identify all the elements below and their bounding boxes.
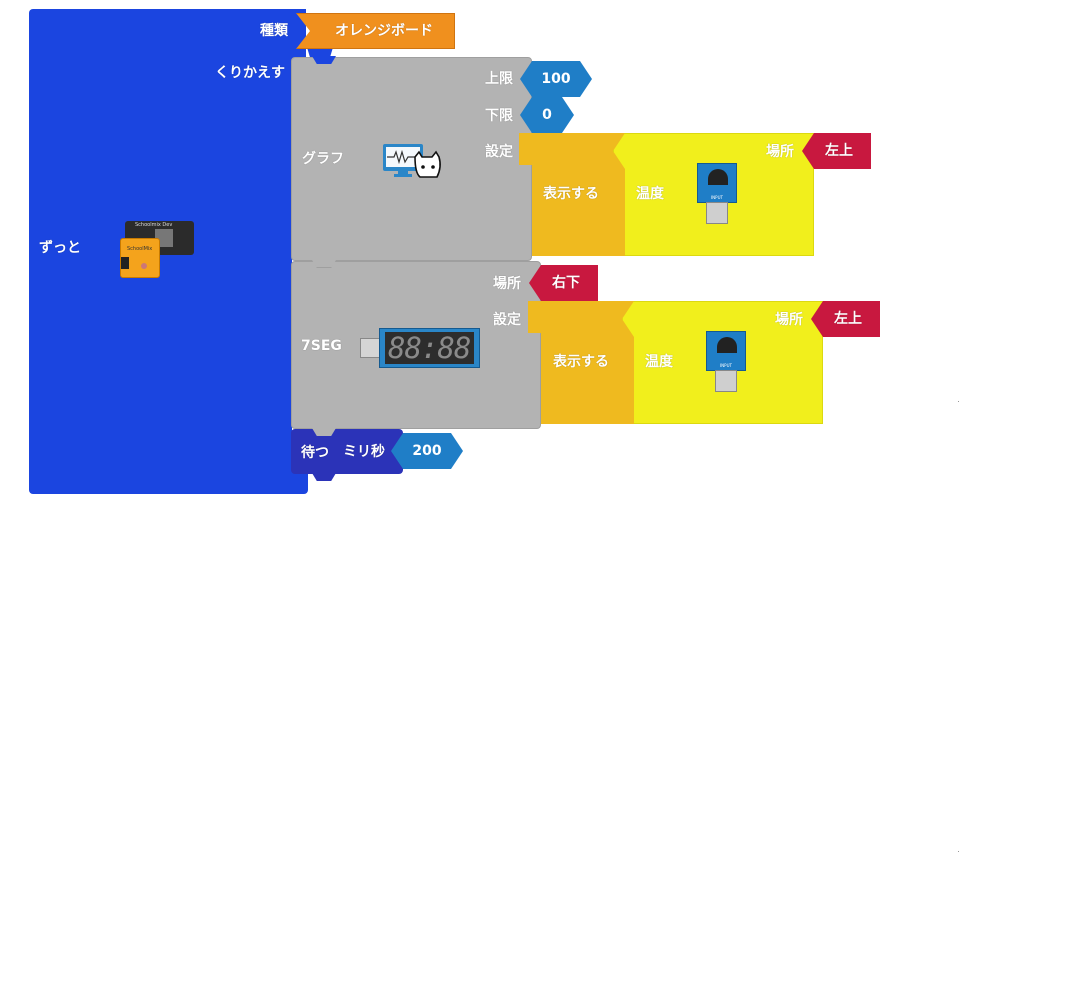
seg-display-label: 表示する [553,354,609,370]
seg-sensor-place-field[interactable]: 左上 [811,301,880,337]
sensor-dome-2 [717,337,737,353]
wait-value: 200 [412,443,442,459]
graph-setting-label: 設定 [485,144,513,160]
sensor-board: INPUT [697,163,737,203]
graph-top-notch [312,56,336,64]
graph-place-label: 場所 [766,144,794,160]
seg-connector [360,338,380,358]
sensor-stem [706,202,728,224]
canvas-dot [958,851,959,852]
sensor-chip-text: INPUT [711,195,723,200]
graph-sensor-image: INPUT [696,162,738,226]
monitor-icon [382,143,444,181]
graph-upper-label: 上限 [485,71,513,87]
type-label: 種類 [260,23,288,39]
seg-display-block[interactable] [528,301,634,424]
forever-label: ずっと [39,240,81,256]
seg-sensor-image: INPUT [705,330,747,394]
graph-label: グラフ [302,151,344,167]
wait-bottom-notch [312,473,336,481]
upper-value-field[interactable]: 100 [520,61,592,97]
wait-value-field[interactable]: 200 [391,433,463,469]
board-value: オレンジボード [335,23,433,39]
seg-top-notch [312,260,336,268]
seg-sensor-place-value: 左上 [834,311,862,327]
wait-top-notch [312,428,336,436]
wait-label: 待つ [301,445,329,461]
board-image: Schoolmix Dev SchoolMix [120,220,196,280]
seg-label: 7SEG [301,338,342,354]
seg-place-field[interactable]: 右下 [529,265,598,301]
graph-sensor-label: 温度 [636,186,664,202]
board-knob [141,263,147,269]
graph-lower-label: 下限 [485,108,513,124]
graph-display-label: 表示する [543,186,599,202]
repeat-label: くりかえす [215,65,285,81]
sensor-chip-text-2: INPUT [720,363,732,368]
upper-value: 100 [541,71,571,87]
board-select[interactable]: オレンジボード [296,13,455,49]
seg-board: 88:88 [379,328,480,368]
seg-display: 88:88 [385,332,474,364]
graph-display-block[interactable] [519,133,625,256]
seg-sensor-place-label: 場所 [775,312,803,328]
board-bottom-text: SchoolMix [127,246,153,252]
seg-place-value: 右下 [552,275,580,291]
graph-place-value: 左上 [825,143,853,159]
seg-setting-label: 設定 [493,312,521,328]
sensor-stem-2 [715,370,737,392]
seg-digits: 88:88 [388,331,471,365]
forever-bottom-arm [270,470,308,494]
seg-place-label: 場所 [493,276,521,292]
wait-block[interactable] [291,429,403,474]
sensor-dome [708,169,728,185]
wait-unit-label: ミリ秒 [343,444,385,460]
graph-place-field[interactable]: 左上 [802,133,871,169]
board-port [121,257,129,269]
seven-segment-image: 88:88 [360,327,482,369]
board-top-text: Schoolmix Dev [135,222,173,228]
board-image-front: SchoolMix [120,238,160,278]
lower-value-field[interactable]: 0 [520,97,574,133]
sensor-board-2: INPUT [706,331,746,371]
lower-value: 0 [542,107,552,123]
canvas-dot [958,401,959,402]
seg-sensor-label: 温度 [645,354,673,370]
